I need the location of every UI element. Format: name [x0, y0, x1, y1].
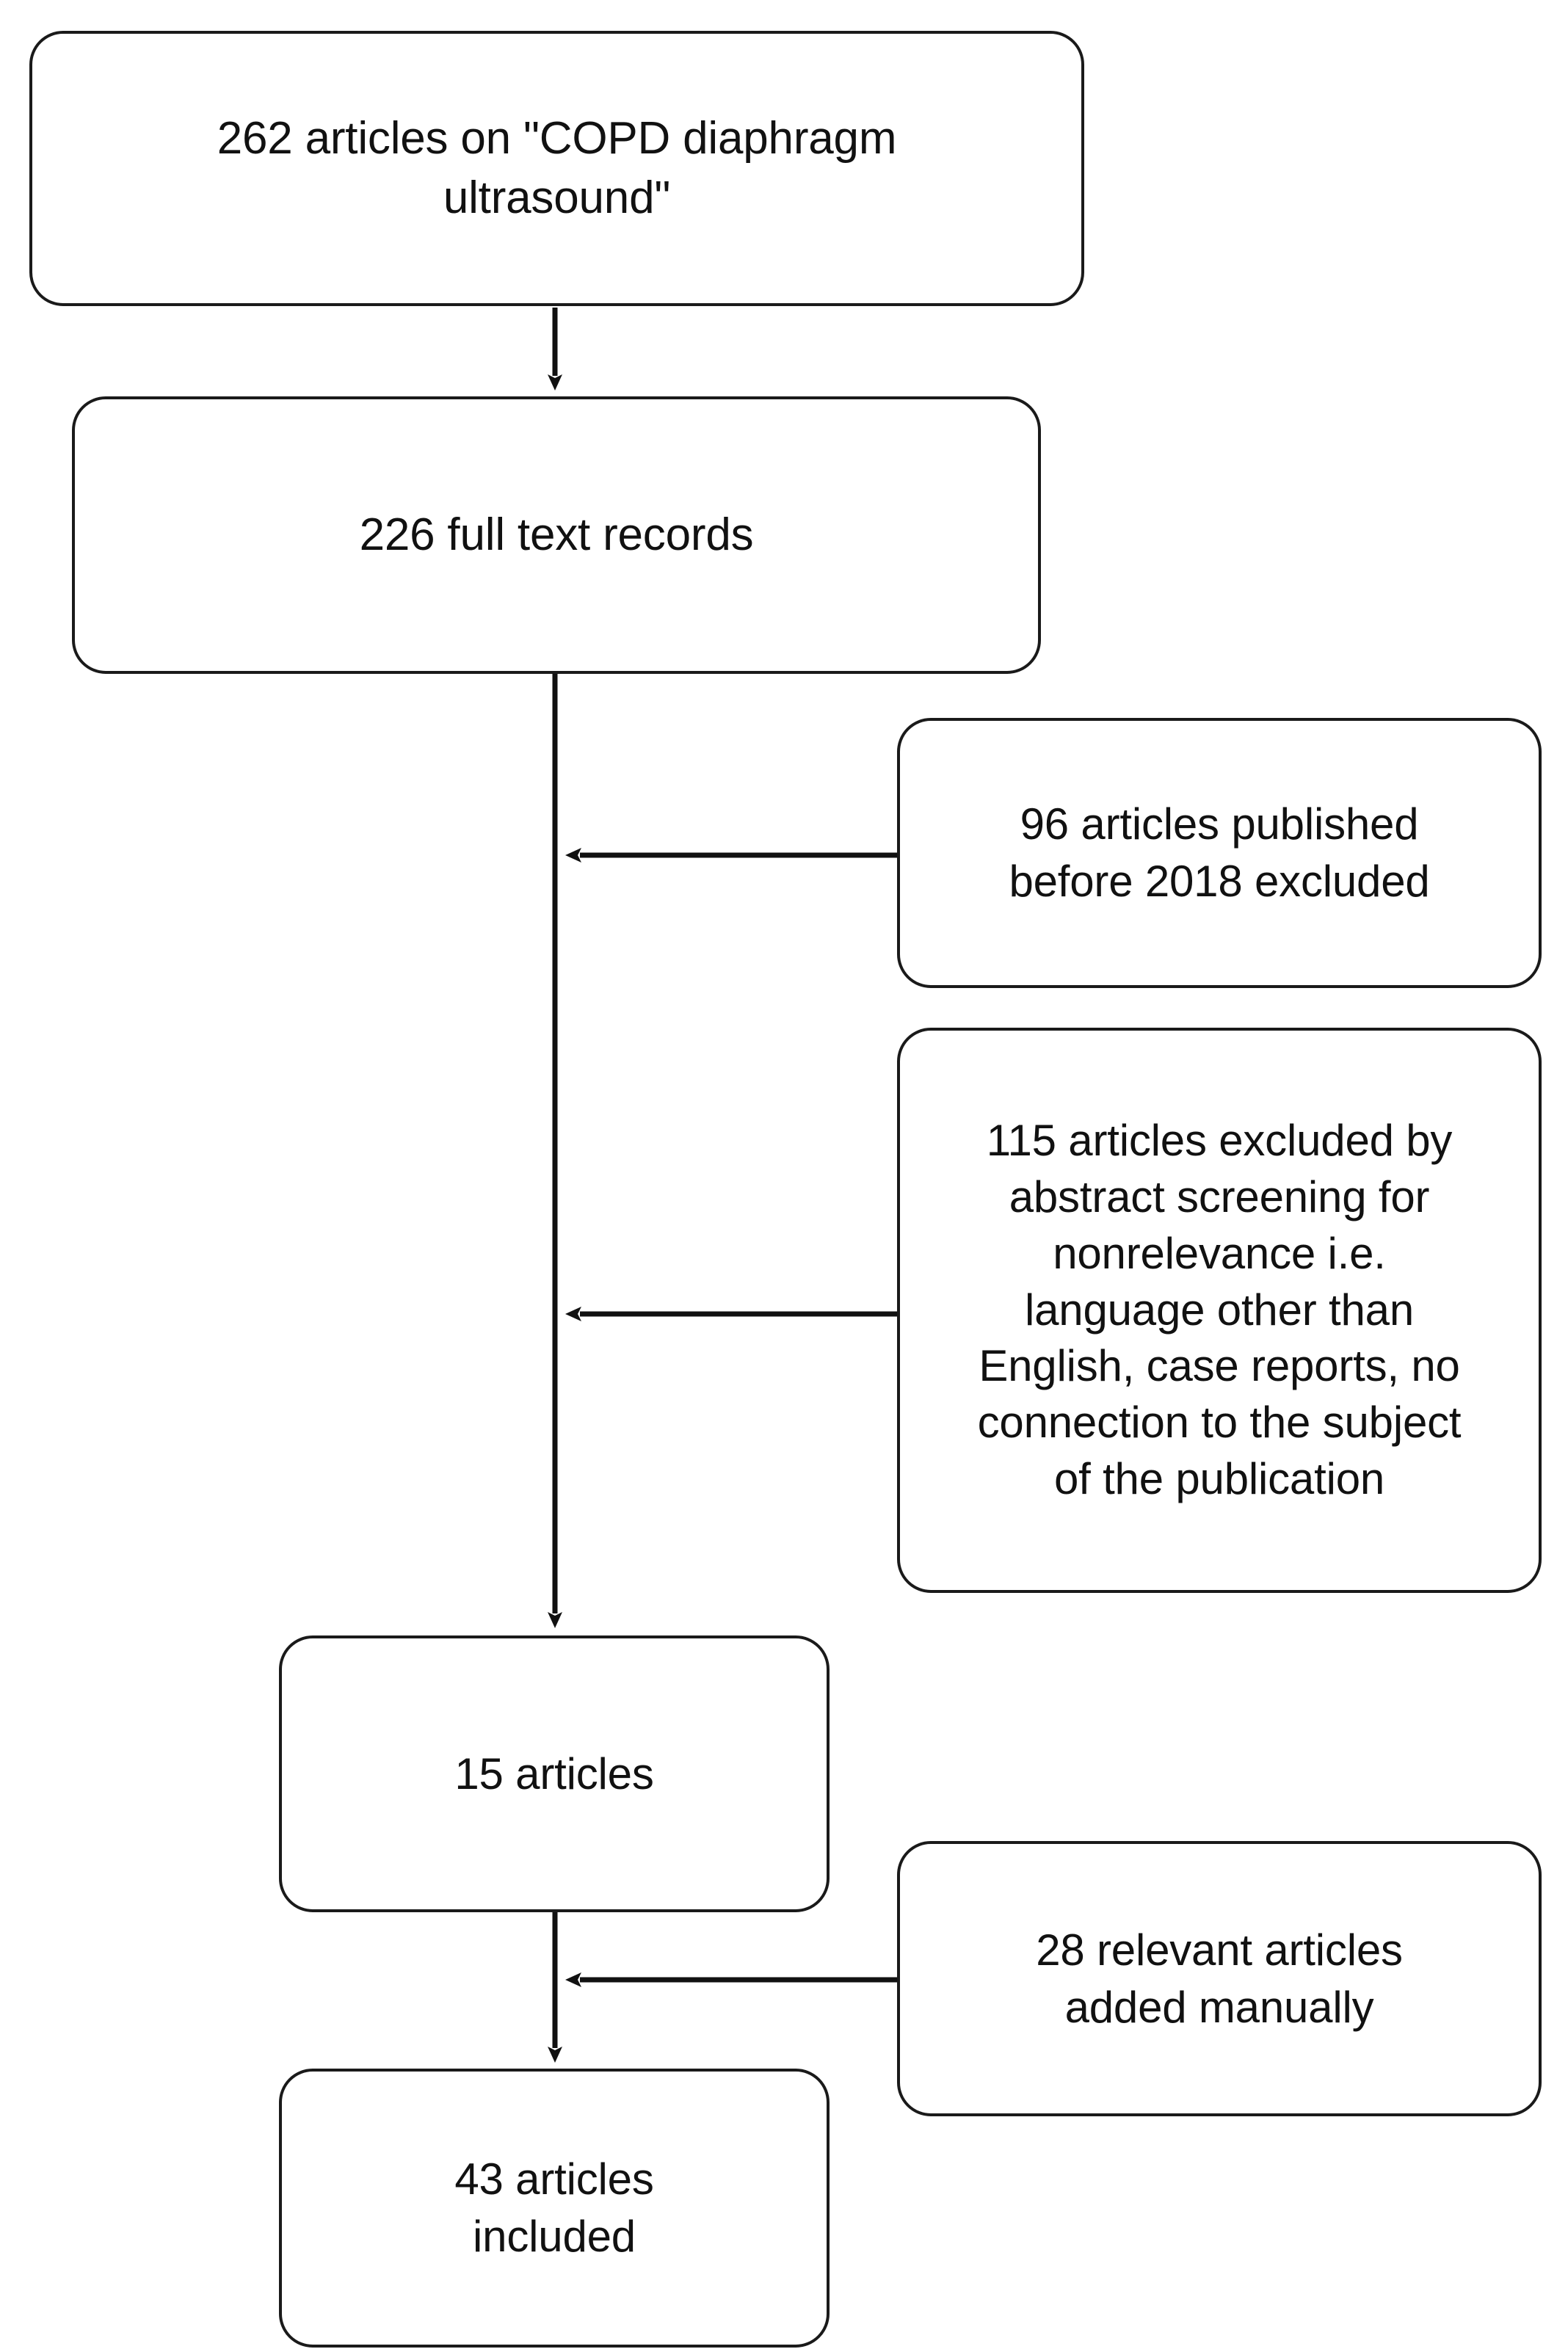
node-articles-included-label: 43 articles included: [454, 2154, 654, 2261]
node-excluded-published-before-2018: 96 articles published before 2018 exclud…: [897, 718, 1542, 988]
node-articles-included: 43 articles included: [279, 2069, 830, 2348]
node-excluded-abstract-screening-label: 115 articles excluded by abstract screen…: [977, 1116, 1462, 1503]
node-articles-added-manually-label: 28 relevant articles added manually: [1036, 1925, 1403, 2032]
node-articles-added-manually: 28 relevant articles added manually: [897, 1841, 1542, 2116]
node-articles-after-screening: 15 articles: [279, 1635, 830, 1912]
node-excluded-published-before-2018-label: 96 articles published before 2018 exclud…: [1009, 799, 1430, 906]
node-full-text-records: 226 full text records: [72, 396, 1041, 674]
node-excluded-abstract-screening: 115 articles excluded by abstract screen…: [897, 1028, 1542, 1593]
node-records-identified-label: 262 articles on "COPD diaphragm ultrasou…: [217, 112, 897, 223]
node-articles-after-screening-label: 15 articles: [454, 1749, 654, 1798]
node-records-identified: 262 articles on "COPD diaphragm ultrasou…: [29, 31, 1084, 306]
node-full-text-records-label: 226 full text records: [359, 509, 754, 560]
